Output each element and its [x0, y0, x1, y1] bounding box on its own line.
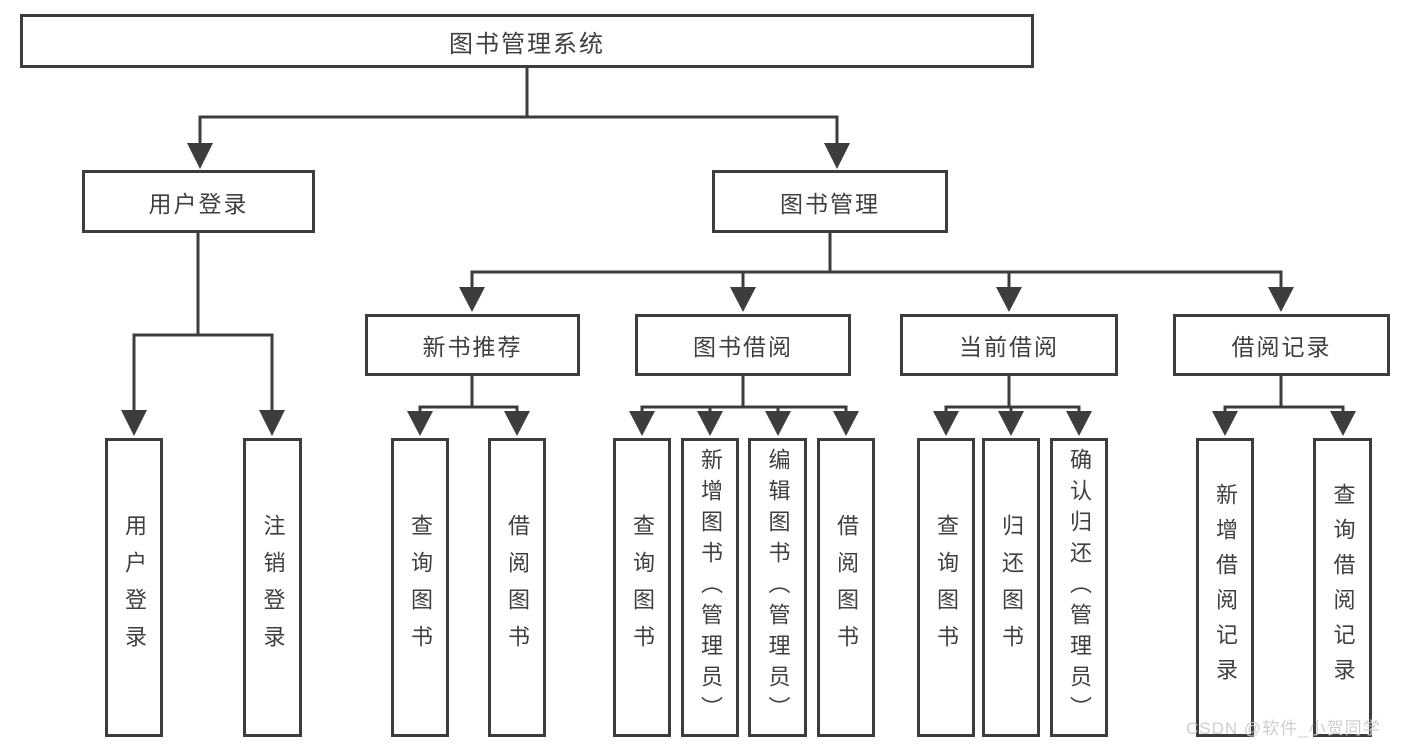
leaf-label: 查询图书	[630, 513, 655, 662]
node-user-login: 用户登录	[82, 170, 315, 233]
leaf-search-books-current: 查询图书	[917, 438, 975, 737]
leaf-label: 查询图书	[408, 513, 433, 662]
leaf-label: 归还图书	[999, 513, 1024, 662]
leaf-search-borrow-record: 查询借阅记录	[1313, 438, 1372, 737]
leaf-label: 查询借阅记录	[1330, 482, 1356, 693]
leaf-label: 新增图书（管理员）	[698, 448, 723, 727]
node-borrowing-records: 借阅记录	[1173, 314, 1390, 376]
leaf-label: 编辑图书（管理员）	[765, 448, 791, 727]
connector-current-borrowing-to-leaves	[933, 376, 1092, 436]
connector-book-management-to-level3	[459, 233, 1294, 312]
node-label: 用户登录	[148, 190, 249, 217]
leaf-return-books: 归还图书	[982, 438, 1040, 737]
node-label: 新书推荐	[422, 334, 523, 360]
leaf-search-books-borrow: 查询图书	[613, 438, 671, 737]
node-label: 借阅记录	[1231, 334, 1332, 360]
watermark: CSDN @软件_小贺同学	[1186, 719, 1381, 738]
connector-user-login-to-leaves	[121, 233, 285, 436]
node-label: 图书借阅	[693, 334, 793, 360]
leaf-label: 借阅图书	[505, 513, 530, 662]
connector-new-book-to-leaves	[407, 376, 530, 436]
leaf-borrow-books-recommend: 借阅图书	[488, 438, 546, 737]
leaf-label: 用户登录	[122, 513, 147, 662]
leaf-label: 借阅图书	[834, 513, 859, 662]
node-new-book-recommendation: 新书推荐	[365, 314, 580, 376]
leaf-edit-books-admin: 编辑图书（管理员）	[748, 438, 807, 737]
leaf-search-books-recommend: 查询图书	[391, 438, 449, 737]
leaf-label: 确认归还（管理员）	[1067, 448, 1092, 727]
leaf-label: 注销登录	[260, 513, 286, 662]
connector-book-borrowing-to-leaves	[629, 376, 859, 436]
leaf-confirm-return-admin: 确认归还（管理员）	[1050, 438, 1108, 737]
node-library-management-system: 图书管理系统	[20, 14, 1034, 68]
node-label: 图书管理系统	[449, 30, 605, 58]
node-book-management: 图书管理	[712, 170, 948, 233]
node-label: 图书管理	[780, 190, 880, 217]
node-label: 当前借阅	[959, 334, 1059, 360]
connector-root-to-level2	[187, 68, 850, 169]
leaf-label: 查询图书	[934, 513, 959, 662]
leaf-user-login: 用户登录	[105, 438, 163, 737]
node-current-borrowing: 当前借阅	[900, 314, 1118, 376]
node-book-borrowing: 图书借阅	[635, 314, 851, 376]
connector-borrow-records-to-leaves	[1212, 376, 1356, 436]
leaf-borrow-books: 借阅图书	[817, 438, 875, 737]
leaf-logout-login: 注销登录	[243, 438, 302, 737]
leaf-add-books-admin: 新增图书（管理员）	[681, 438, 739, 737]
leaf-label: 新增借阅记录	[1213, 482, 1238, 693]
leaf-add-borrow-record: 新增借阅记录	[1196, 438, 1254, 737]
